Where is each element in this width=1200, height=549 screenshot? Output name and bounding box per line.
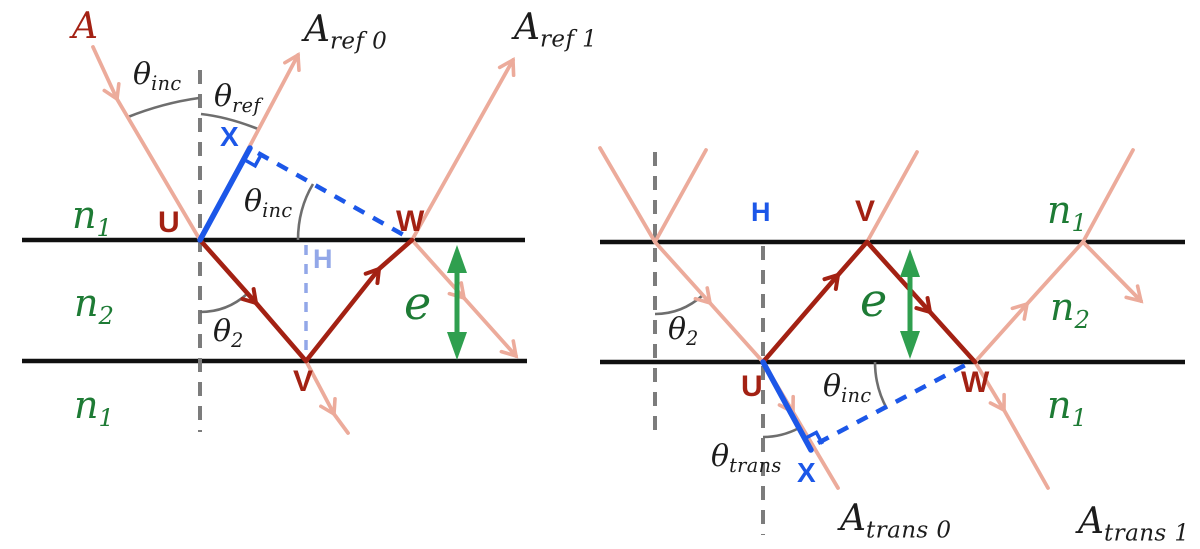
- label-thickness-e-left: e: [404, 276, 432, 330]
- left-wavefront-dashed-x-w: [256, 151, 411, 240]
- reflected-ray-1: [410, 57, 516, 242]
- label-point-x-right: X: [797, 457, 816, 488]
- right-internal-reflected-down-ray: [1081, 240, 1144, 304]
- label-point-w-right: W: [961, 366, 990, 399]
- label-point-u-left: U: [158, 206, 180, 239]
- label-thickness-e-right: e: [860, 273, 888, 327]
- label-theta-2-right: θ2: [668, 312, 699, 351]
- left-theta-2-arc: [199, 293, 248, 314]
- label-n1-bottom-right: n1: [1047, 383, 1088, 432]
- label-theta-2-left: θ2: [213, 314, 244, 353]
- label-theta-inc-inner-right: θinc: [823, 369, 872, 408]
- internal-ray-v-w-right-end: [927, 309, 978, 365]
- internal-reflected-at-w-ray-end: [462, 296, 519, 359]
- right-internal-up-ray-w-end: [1025, 240, 1085, 306]
- label-a-trans-0: Atrans 0: [840, 498, 952, 544]
- right-thickness-arrow-down-head: [900, 331, 920, 359]
- right-thickness-arrow: [900, 249, 920, 359]
- transmitted-ray-1: [973, 360, 1006, 413]
- right-refracted-entry-ray: [653, 240, 713, 306]
- right-theta-inc-arc: [873, 361, 889, 410]
- transmitted-ray-1-end: [1002, 408, 1050, 490]
- label-incident-amplitude: A: [72, 6, 98, 47]
- right-exit-top-ray: [1081, 148, 1135, 244]
- label-theta-inc-inner-left: θinc: [244, 184, 293, 223]
- right-diagram: [598, 146, 1185, 535]
- label-point-u-right: U: [741, 370, 763, 403]
- label-n2-right: n2: [1050, 285, 1091, 334]
- transmitted-ray-0-end: [791, 410, 840, 490]
- internal-ray-v-w-right: [864, 239, 933, 315]
- left-right-angle-marker: [242, 153, 263, 169]
- right-theta-trans-arc: [762, 426, 800, 439]
- label-point-h-right: H: [751, 197, 771, 227]
- incident-ray-lower: [115, 97, 202, 242]
- refracted-ray-u-v: [197, 237, 259, 306]
- left-thickness-arrow: [447, 245, 467, 360]
- label-theta-ref: θref: [214, 79, 261, 118]
- label-point-w-left: W: [396, 205, 425, 238]
- label-point-v-left: V: [293, 365, 314, 398]
- internal-ray-v-w-end: [376, 237, 415, 272]
- right-refracted-entry-ray-end: [708, 301, 765, 364]
- transmitted-at-v-ray: [304, 359, 337, 418]
- right-wavefront-dashed-x-w: [816, 360, 973, 445]
- refracted-ray-u-v-end: [253, 300, 309, 364]
- label-point-h-left: H: [313, 244, 333, 274]
- label-n2-left: n2: [74, 281, 115, 330]
- internal-ray-v-w: [303, 266, 382, 364]
- label-a-trans-1: Atrans 1: [1078, 501, 1190, 547]
- left-diagram: [22, 45, 527, 435]
- left-theta-inc-inner-arc: [296, 183, 315, 241]
- right-internal-up-ray-w: [973, 301, 1030, 364]
- internal-ray-u-v-right-end: [835, 239, 870, 278]
- label-theta-inc-top: θinc: [133, 57, 182, 96]
- label-point-x-left: X: [220, 121, 239, 152]
- transmitted-at-v-ray-end: [332, 412, 350, 435]
- label-theta-trans: θtrans: [711, 439, 782, 478]
- left-theta-inc-arc: [127, 96, 200, 119]
- label-point-v-right: V: [855, 195, 876, 228]
- left-theta-ref-arc: [200, 112, 259, 131]
- right-incident-ray: [598, 146, 657, 244]
- label-n1-top-right: n1: [1047, 188, 1088, 237]
- incident-ray: [91, 45, 121, 103]
- right-thickness-arrow-up-head: [900, 249, 920, 277]
- left-thickness-arrow-up-head: [447, 245, 467, 273]
- label-a-ref-1: Aref 1: [514, 7, 598, 53]
- internal-ray-u-v-right: [760, 272, 841, 365]
- label-a-ref-0: Aref 0: [304, 9, 388, 55]
- label-n1-bottom-left: n1: [74, 383, 115, 432]
- label-n1-top-left: n1: [72, 193, 113, 242]
- right-exit-at-v-ray: [865, 150, 919, 244]
- left-wavefront-leg-u-x: [197, 145, 253, 243]
- right-reflected-ray: [653, 148, 708, 244]
- left-thickness-arrow-down-head: [447, 332, 467, 360]
- right-wavefront-leg-u-x: [760, 359, 814, 453]
